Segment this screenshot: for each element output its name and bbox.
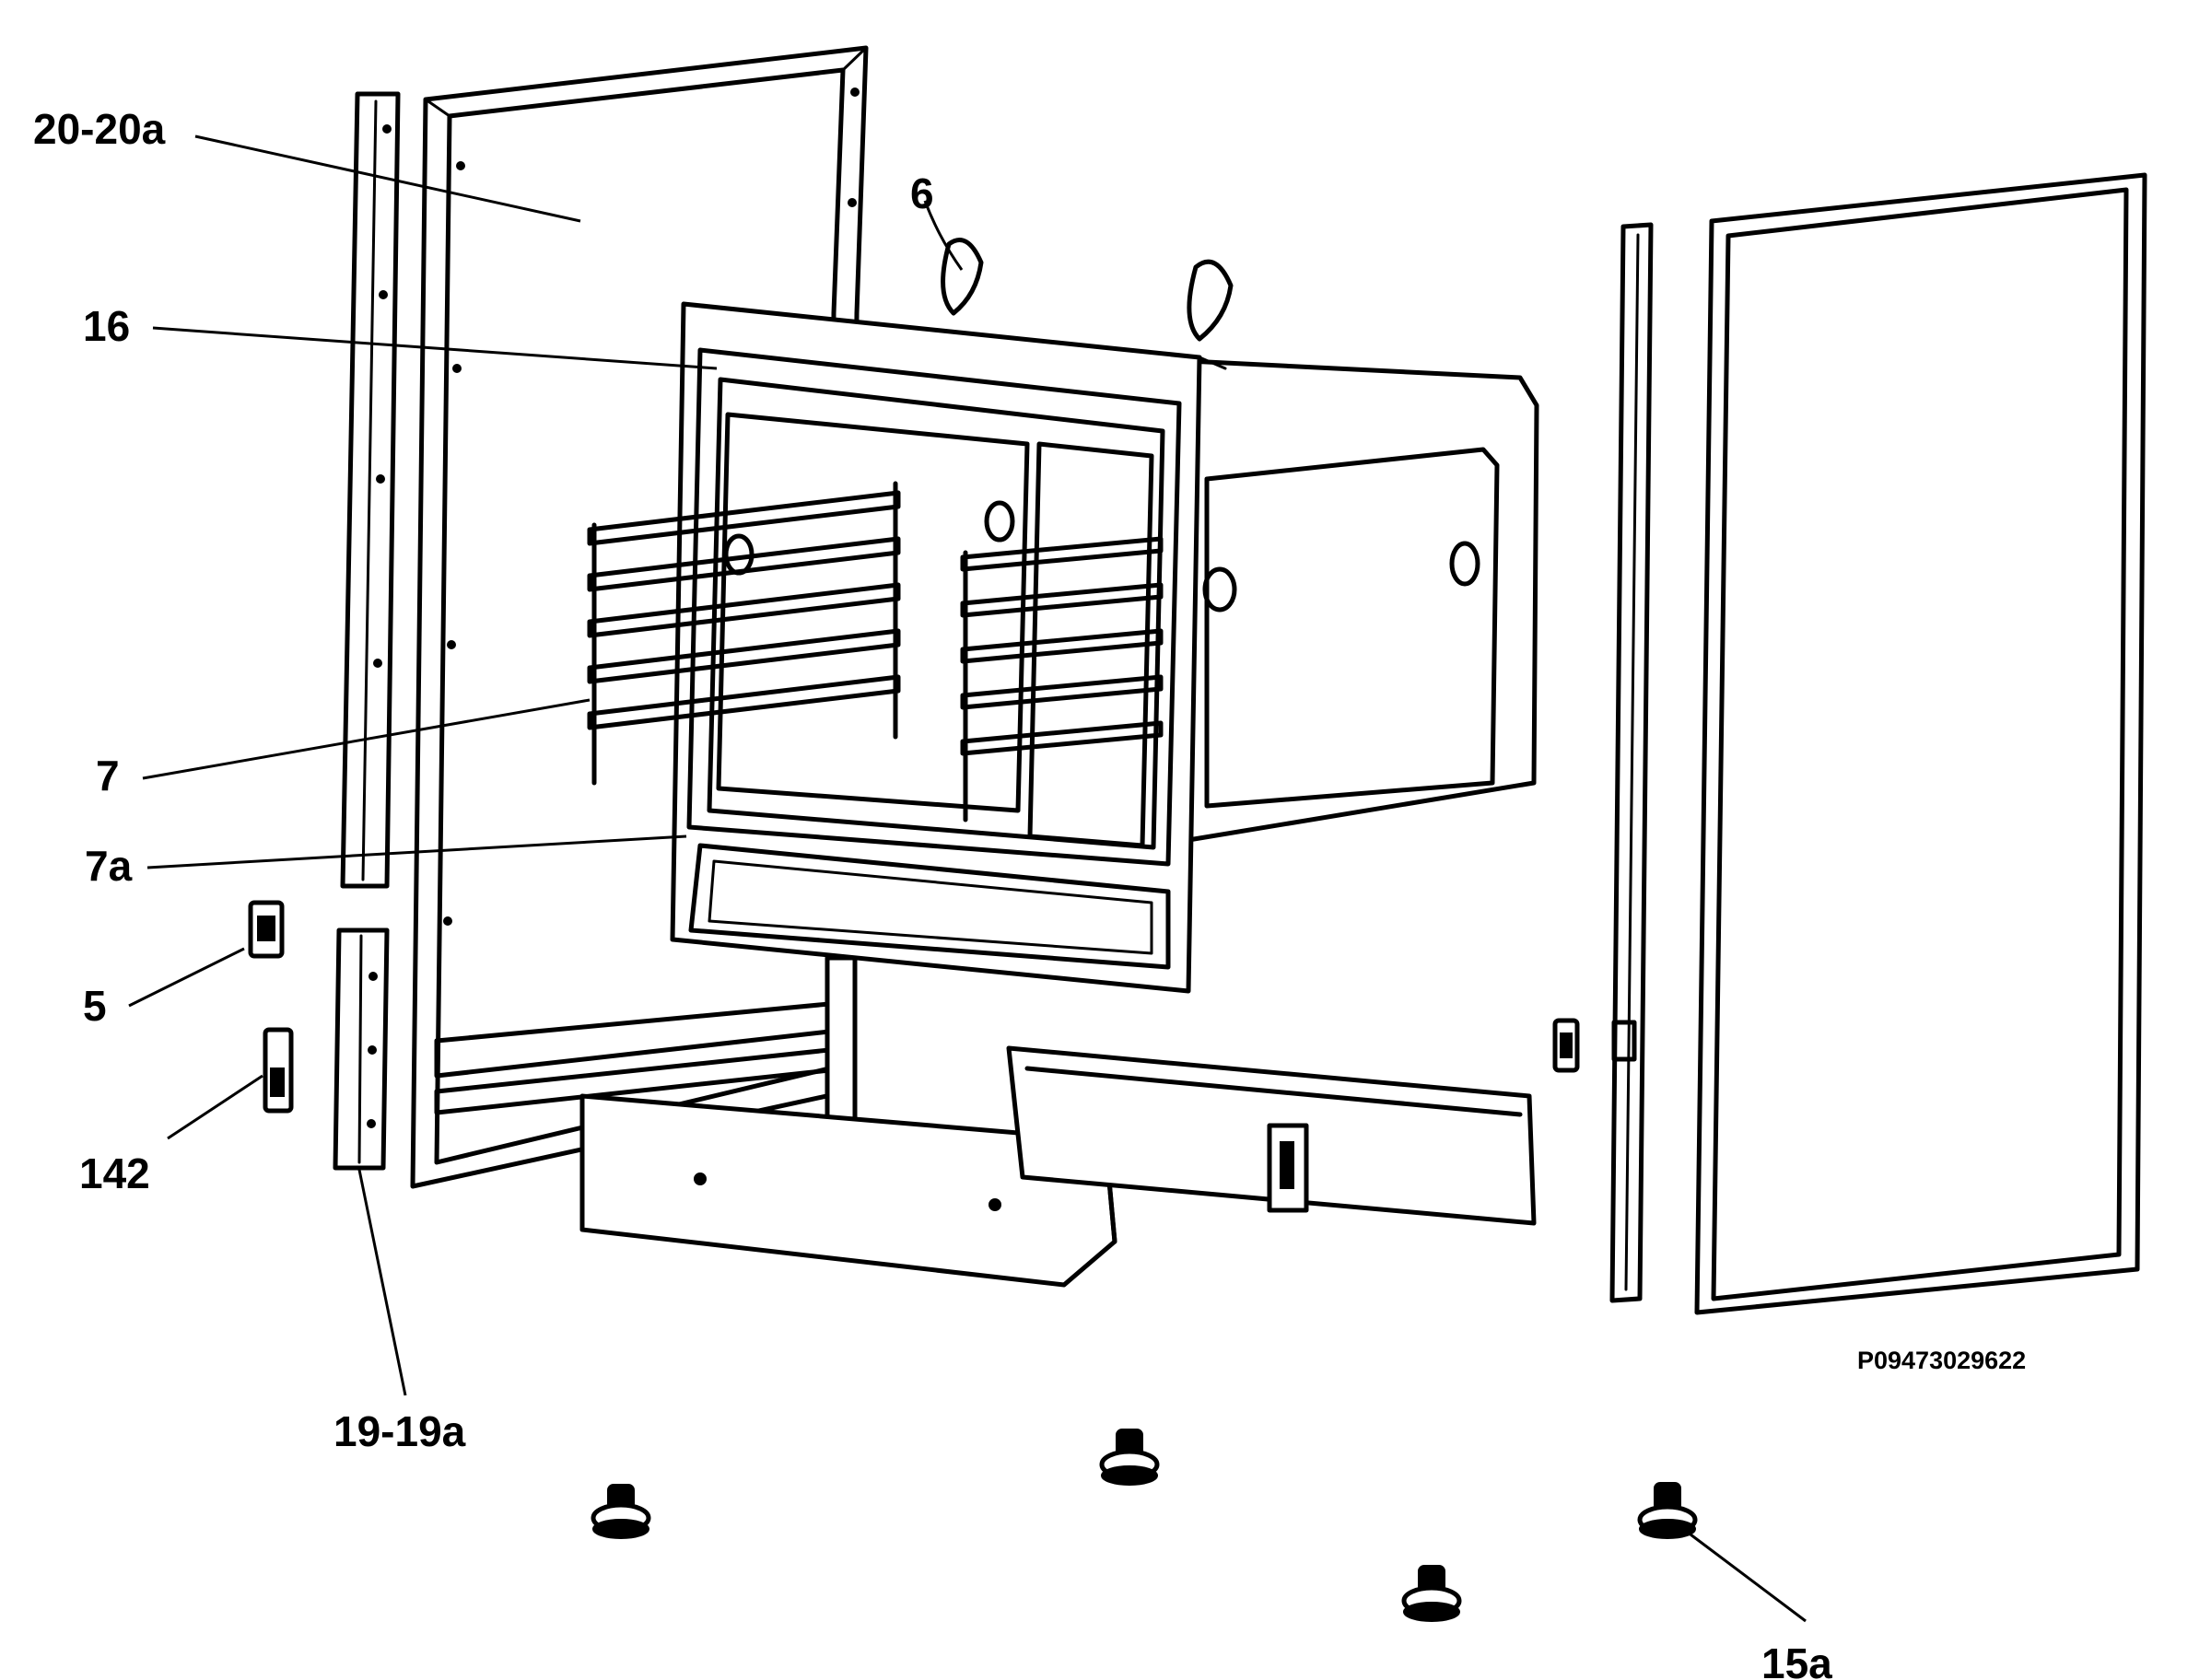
reference-code: P09473029622 xyxy=(1857,1347,2026,1374)
side-bracket-right xyxy=(1552,1018,1580,1073)
callout-6: 6 xyxy=(910,169,934,217)
front-plinth-right xyxy=(1006,1045,1537,1226)
callout-19-19a: 19-19a xyxy=(333,1407,466,1455)
adjustable-foot-2 xyxy=(1099,1429,1160,1486)
bracket-part-5 xyxy=(248,900,285,959)
right-side-panel xyxy=(1694,172,2147,1315)
callout-5: 5 xyxy=(83,982,107,1030)
callout-16: 16 xyxy=(83,302,130,350)
oven-cavity-side xyxy=(1186,358,1539,843)
leader-lines xyxy=(128,134,1807,1623)
callout-7a: 7a xyxy=(85,842,133,890)
callout-15a: 15a xyxy=(1761,1639,1832,1680)
left-side-strip xyxy=(340,91,401,889)
leader-19-19a xyxy=(357,1169,407,1396)
shelf-rack-left xyxy=(587,481,901,786)
left-lower-bracket xyxy=(333,928,390,1171)
shelf-rack-right xyxy=(960,536,1164,822)
leader-6 xyxy=(923,200,964,271)
leader-7 xyxy=(142,698,591,780)
callout-20-20a: 20-20a xyxy=(33,105,166,153)
adjustable-foot-4 xyxy=(1637,1482,1698,1539)
adjustable-foot-1 xyxy=(591,1484,651,1539)
adjustable-foot-3 xyxy=(1401,1565,1462,1622)
leader-15a xyxy=(1690,1533,1807,1623)
leader-20-20a xyxy=(194,134,581,223)
hinge-clip-right xyxy=(1187,259,1234,342)
support-post xyxy=(825,955,858,1145)
leader-7a xyxy=(146,834,687,869)
callout-7: 7 xyxy=(96,752,120,799)
clip-part-142 xyxy=(263,1027,294,1114)
leader-5 xyxy=(128,947,245,1008)
callout-142: 142 xyxy=(79,1149,150,1197)
right-side-strip xyxy=(1609,222,1654,1303)
leader-142 xyxy=(167,1074,263,1140)
leader-16 xyxy=(152,326,718,370)
